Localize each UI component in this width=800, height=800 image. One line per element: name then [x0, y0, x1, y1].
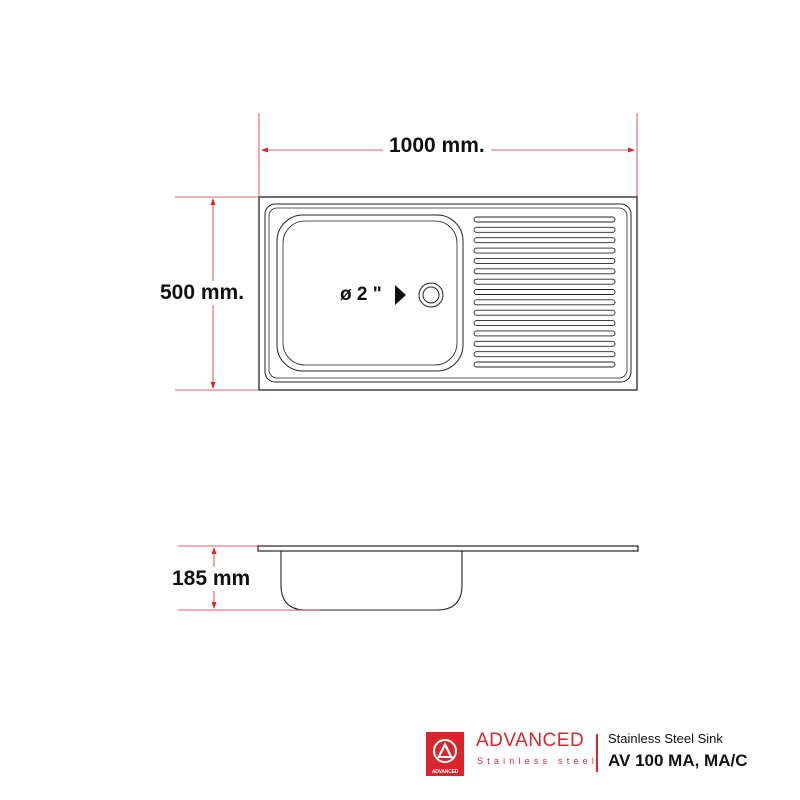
height-label: 500 mm. [160, 281, 245, 305]
drainboard-rib [473, 268, 616, 275]
sink-outer-rim [258, 196, 638, 391]
depth-label: 185 mm [172, 567, 251, 591]
side-bowl [280, 551, 463, 611]
depth-arrow-bottom [211, 602, 217, 609]
sink-inner-rim [264, 203, 632, 383]
brand-logo-icon [426, 732, 464, 770]
side-rim [257, 545, 639, 552]
drainboard-rib [473, 299, 616, 306]
product-model: AV 100 MA, MA/C [608, 751, 748, 770]
width-label: 1000 mm. [383, 134, 491, 158]
height-arrow-bottom [210, 382, 216, 389]
drainboard-rib [473, 351, 616, 358]
height-arrow-top [210, 198, 216, 205]
width-arrow-left [261, 147, 268, 153]
drainboard-rib [473, 237, 616, 244]
drainboard-rib [473, 361, 616, 368]
product-type: Stainless Steel Sink [608, 731, 723, 746]
drainboard-rib [473, 340, 616, 347]
drainboard-rib [473, 257, 616, 264]
drainboard-rib [473, 309, 616, 316]
brand-footer: ADVANCED ADVANCED Stainless steel Stainl… [426, 728, 786, 776]
footer-divider [596, 734, 598, 772]
bowl-outer [276, 214, 464, 372]
drain-pointer-icon [395, 285, 406, 305]
height-dimension [175, 196, 258, 391]
sink-side-view [257, 545, 639, 611]
drainboard-rib [473, 226, 616, 233]
drainboard-rib [473, 216, 616, 223]
drain-inner [422, 286, 440, 304]
sink-top-view [258, 196, 638, 391]
drainboard-rib [473, 278, 616, 285]
drainboard-ribs [473, 216, 616, 368]
drainboard-rib [473, 320, 616, 327]
depth-arrow-top [211, 547, 217, 554]
brand-name: ADVANCED [476, 730, 585, 751]
drain-size-label: ø 2 " [340, 284, 382, 305]
drain-outer [418, 282, 444, 308]
bowl-inner [282, 220, 458, 366]
drainboard-rib [473, 289, 616, 295]
brand-logo-text: ADVANCED [426, 769, 464, 776]
sink-inner-rim-2 [268, 207, 628, 379]
width-arrow-right [628, 147, 635, 153]
drainboard-rib [473, 330, 616, 337]
drainboard-rib [473, 247, 616, 254]
brand-tagline: Stainless steel [477, 756, 599, 766]
